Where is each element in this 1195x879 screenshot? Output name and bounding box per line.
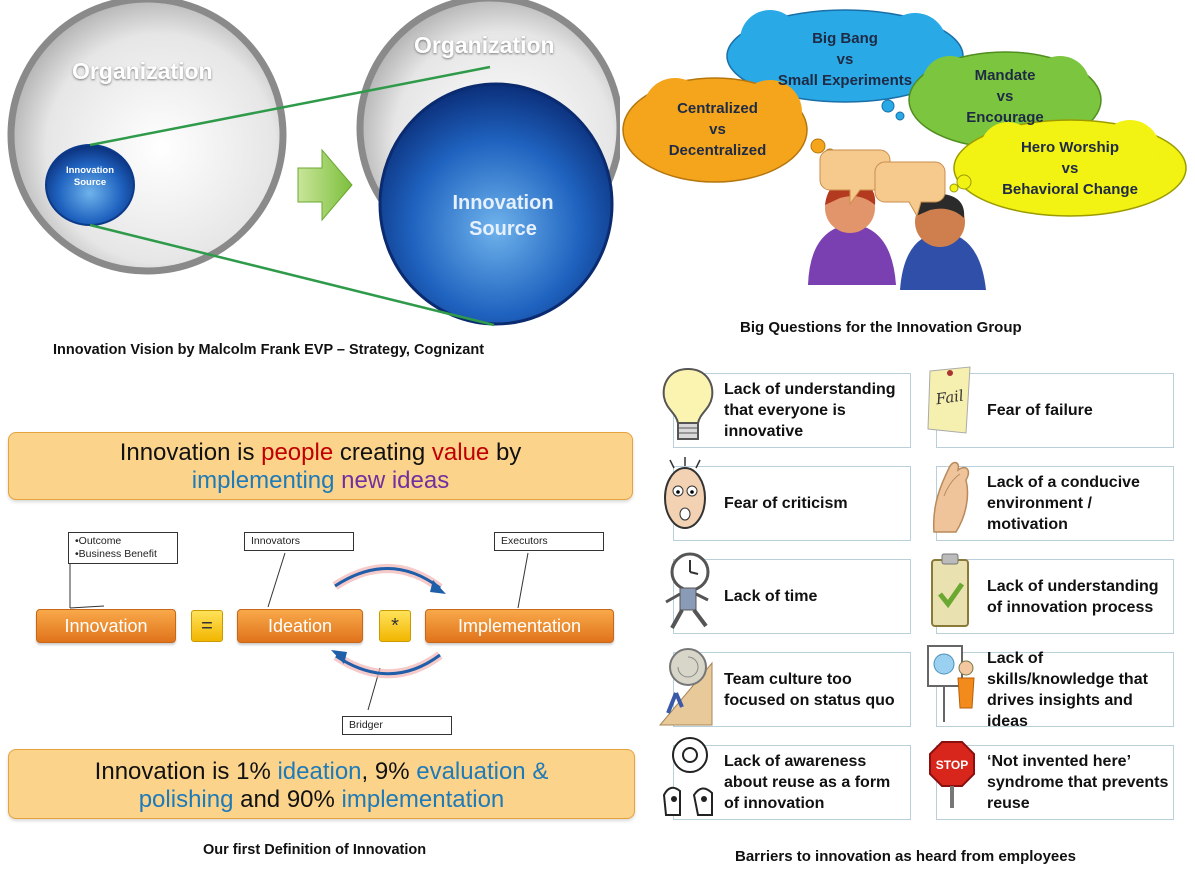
def1-part3: creating	[333, 439, 432, 466]
def2-ideation: ideation	[277, 758, 362, 785]
bubble-hero-line1: Hero Worship	[1020, 139, 1120, 156]
bubble-big-bang	[726, 9, 964, 121]
barrier-text-8: Lack of skills/knowledge that drives ins…	[987, 649, 1148, 730]
bubble-hero-worship	[949, 119, 1187, 217]
arrow-ideation-to-implementation-icon	[334, 567, 441, 590]
bubble-big-bang-line3: Small Experiments	[777, 72, 913, 89]
barrier-fear-of-failure: Fear of failure	[936, 373, 1174, 448]
callout-outcome: •Outcome •Business Benefit	[68, 532, 178, 564]
barrier-text-9: Lack of awareness about reuse as a form …	[724, 753, 891, 812]
def1-part1: Innovation is	[119, 439, 262, 466]
bubble-big-bang-text: Big Bang vs Small Experiments	[760, 28, 930, 91]
innovation-source-small-label: Innovation Source	[65, 165, 115, 188]
barrier-skills-knowledge: Lack of skills/knowledge that drives ins…	[936, 649, 1174, 730]
barriers-caption: Barriers to innovation as heard from emp…	[735, 848, 1076, 865]
equation-times-square: *	[379, 610, 411, 642]
bubble-big-bang-line2: vs	[836, 51, 854, 68]
bubble-big-bang-line1: Big Bang	[812, 30, 878, 47]
person-right-icon	[900, 193, 986, 290]
green-arrow-icon	[297, 148, 353, 222]
barrier-conducive-environment: Lack of a conducive environment / motiva…	[936, 466, 1174, 541]
callout-innovators: Innovators	[244, 532, 354, 551]
bubble-mandate-line2: vs	[996, 88, 1014, 105]
bubble-centralized	[622, 77, 836, 183]
source-line-2: Source	[469, 218, 537, 240]
bubble-centralized-line2: vs	[709, 121, 726, 138]
definition-box-people: Innovation is people creating value by i…	[8, 432, 633, 500]
bubble-centralized-line1: Centralized	[677, 100, 758, 117]
barrier-text-7: Team culture too focused on status quo	[724, 670, 895, 709]
clapping-hands-icon	[932, 461, 970, 533]
callout-outcome-line1: •Outcome	[75, 535, 122, 547]
arrow-implementation-to-ideation-icon	[335, 653, 441, 676]
def2-part3: , 9%	[361, 758, 417, 785]
big-questions-diagram	[622, 9, 1187, 290]
barrier-not-invented-here: ‘Not invented here’ syndrome that preven…	[936, 745, 1174, 820]
def1-people: people	[261, 439, 334, 466]
presenter-icon	[927, 645, 975, 722]
definition-caption: Our first Definition of Innovation	[203, 842, 427, 858]
equation-connectors	[69, 552, 529, 711]
bubble-mandate-text: Mandate vs Encourage	[940, 65, 1070, 128]
thinking-heads-icon	[662, 737, 713, 816]
def2-polishing: polishing	[138, 786, 234, 813]
equation-equals-square: =	[191, 610, 223, 642]
def1-part5: by	[489, 439, 522, 466]
barrier-text-4: Lack of a conducive environment / motiva…	[987, 474, 1140, 533]
organization-label-left: Organization	[72, 58, 213, 84]
equation-ideation-bar: Ideation	[237, 609, 363, 643]
callout-bridger: Bridger	[342, 716, 452, 735]
barrier-understanding-innovative: Lack of understanding that everyone is i…	[673, 373, 911, 448]
barrier-text-10: ‘Not invented here’ syndrome that preven…	[987, 753, 1169, 812]
barrier-text-6: Lack of understanding of innovation proc…	[987, 577, 1159, 616]
equation-implementation-bar: Implementation	[425, 609, 614, 643]
fail-note-icon: Fail	[927, 366, 971, 434]
barrier-team-culture: Team culture too focused on status quo	[673, 652, 911, 727]
clock-runner-icon	[665, 552, 710, 629]
barrier-text-5: Lack of time	[724, 588, 818, 605]
speech-bubbles-icon	[819, 149, 946, 218]
organization-circle-left	[7, 0, 287, 275]
callout-outcome-line2: •Business Benefit	[75, 548, 157, 560]
lightbulb-icon	[662, 367, 714, 440]
zoom-line-top	[89, 65, 491, 147]
bubble-centralized-line3: Decentralized	[668, 142, 767, 159]
worried-face-icon	[664, 457, 706, 529]
vision-caption: Innovation Vision by Malcolm Frank EVP –…	[53, 342, 485, 358]
def2-part6: and 90%	[233, 786, 342, 813]
stop-sign-icon: STOP	[929, 741, 975, 808]
barrier-text-2: Fear of failure	[987, 402, 1093, 419]
barrier-text-1: Lack of understanding that everyone is i…	[724, 381, 896, 440]
fail-note-label: Fail	[934, 387, 965, 409]
barrier-text-3: Fear of criticism	[724, 495, 848, 512]
boulder-push-icon	[658, 648, 713, 726]
barrier-fear-of-criticism: Fear of criticism	[673, 466, 911, 541]
bubble-hero-worship-text: Hero Worship vs Behavioral Change	[985, 137, 1155, 200]
barrier-lack-of-time: Lack of time	[673, 559, 911, 634]
def2-part1: Innovation is 1%	[94, 758, 278, 785]
source-line-1: Innovation	[452, 192, 554, 214]
bubble-mandate-line1: Mandate	[974, 67, 1036, 84]
zoom-line-bottom	[89, 223, 495, 327]
bubble-mandate-line3: Encourage	[966, 109, 1044, 126]
bubble-hero-line2: vs	[1061, 160, 1079, 177]
bubble-centralized-text: Centralized vs Decentralized	[650, 98, 785, 161]
innovation-source-big-circle	[378, 82, 614, 326]
organization-label-right: Organization	[414, 32, 555, 58]
innovation-vision-diagram	[7, 0, 620, 327]
bubble-hero-line3: Behavioral Change	[1002, 181, 1138, 198]
def1-new-ideas: new ideas	[334, 467, 450, 494]
stop-sign-label: STOP	[936, 758, 968, 772]
def1-value: value	[431, 439, 490, 466]
big-questions-caption: Big Questions for the Innovation Group	[740, 319, 1022, 336]
equation-innovation-bar: Innovation	[36, 609, 176, 643]
definition-box-percentages: Innovation is 1% ideation, 9% evaluation…	[8, 749, 635, 819]
def2-evaluation: evaluation &	[416, 758, 549, 785]
def1-implementing: implementing	[191, 467, 335, 494]
callout-executors: Executors	[494, 532, 604, 551]
def2-implementation: implementation	[341, 786, 505, 813]
clipboard-check-icon	[931, 553, 969, 627]
innovation-source-big-label: Innovation Source	[420, 190, 586, 242]
